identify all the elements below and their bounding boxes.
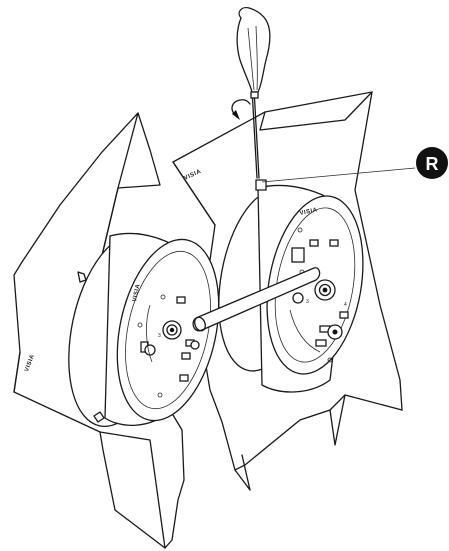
brand-label-right-fixture: VISIA (299, 207, 318, 217)
left-fixture: VISIA 3 (68, 232, 220, 428)
rotation-arrow-icon (231, 99, 251, 120)
screwdriver-icon (236, 6, 271, 179)
callout-letter: R (426, 154, 439, 174)
part-mark-b: 3 (306, 299, 309, 305)
callout-badge (416, 147, 448, 179)
part-mark-c: 4 (344, 302, 347, 308)
brand-label-left-fixture: VISIA (132, 283, 142, 302)
right-fixture: VISIA 3 4 (218, 179, 364, 393)
callout-r: R (261, 147, 448, 183)
connecting-bar (192, 267, 321, 332)
part-mark-a: 3 (158, 333, 161, 339)
brand-label-left-panel: VISIA (24, 353, 36, 372)
